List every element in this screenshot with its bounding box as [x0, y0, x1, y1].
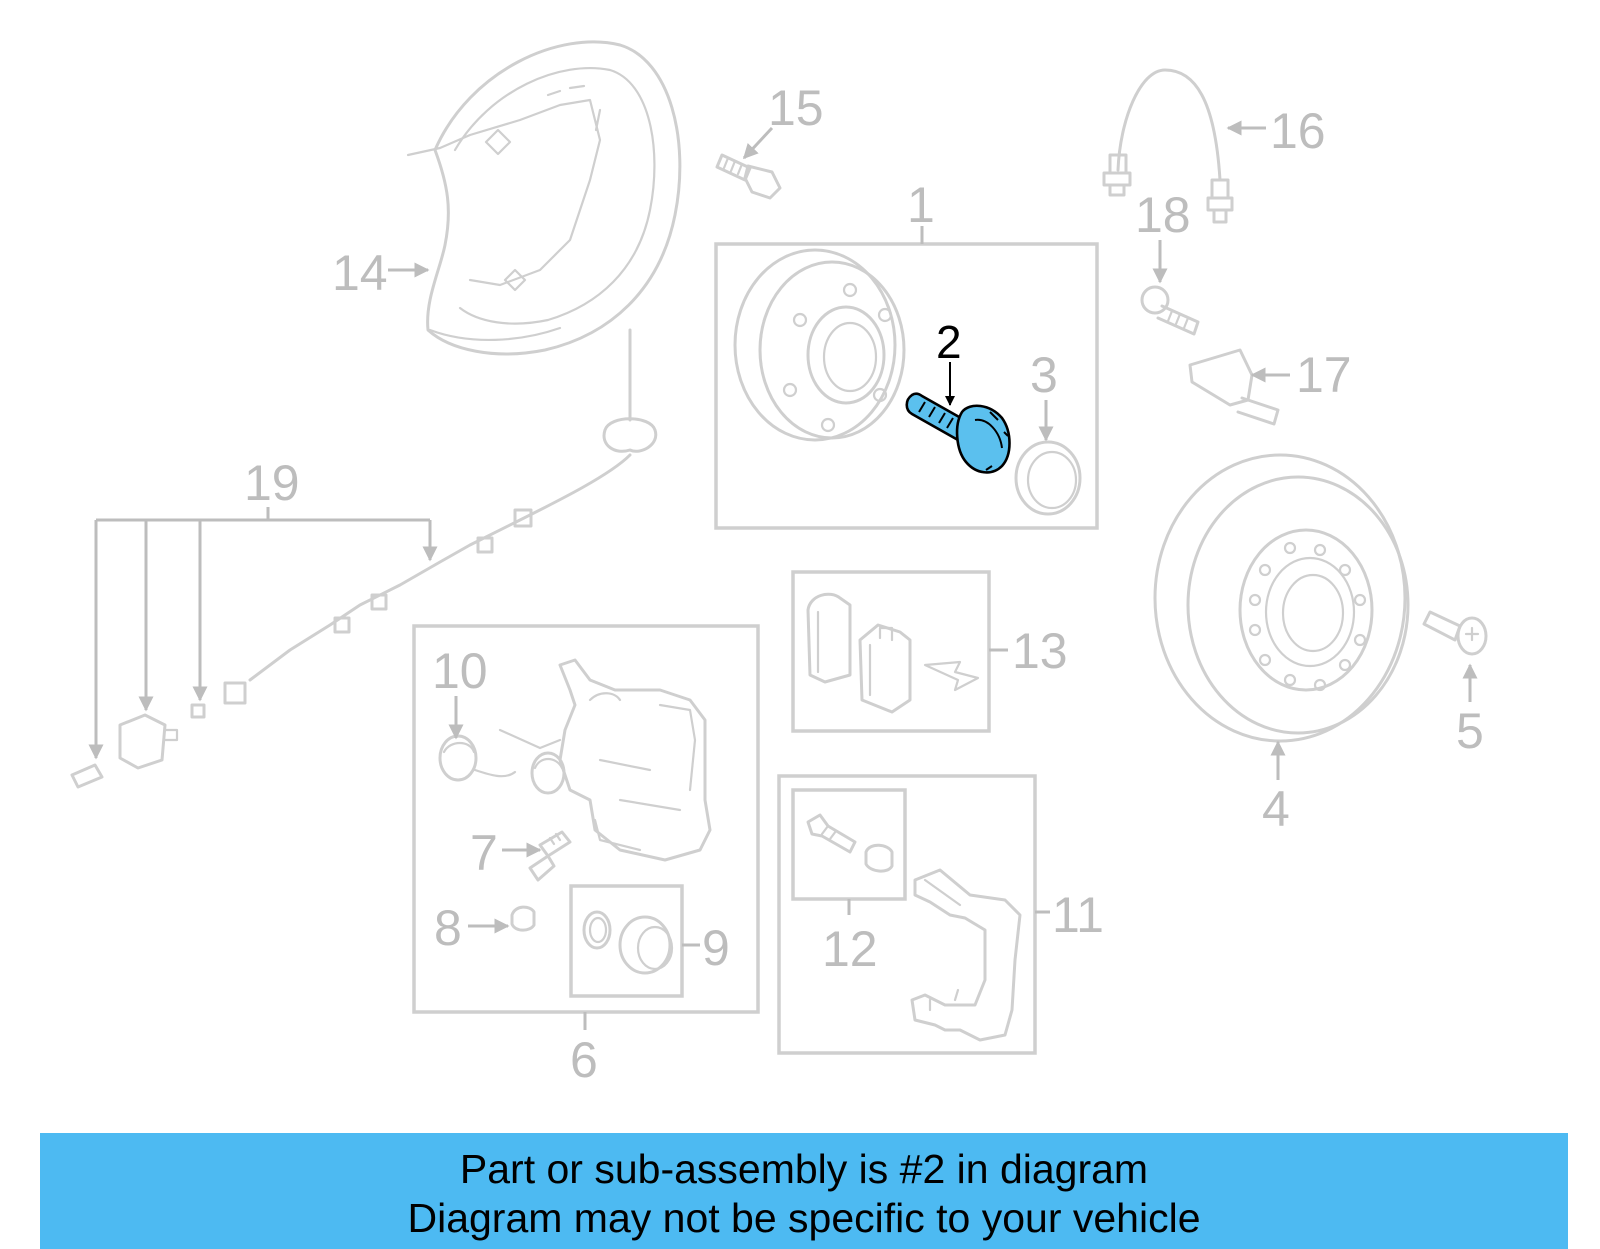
- part-17-sensor: [1188, 348, 1280, 426]
- part-2-hub-bolt-highlighted: [905, 392, 1011, 474]
- callout-14: 14: [332, 245, 430, 301]
- callout-13: 13: [989, 623, 1068, 679]
- assembly-box-9: [569, 884, 684, 998]
- svg-text:5: 5: [1456, 703, 1484, 759]
- callout-7: 7: [470, 825, 542, 881]
- callout-2: 2: [936, 316, 962, 406]
- svg-text:4: 4: [1262, 781, 1290, 837]
- part-13-brake-pads: [806, 592, 980, 714]
- part-5-screw: [1422, 610, 1488, 656]
- notice-banner: Part or sub-assembly is #2 in diagram Di…: [40, 1133, 1568, 1249]
- notice-line-1: Part or sub-assembly is #2 in diagram: [459, 1146, 1149, 1192]
- svg-text:3: 3: [1030, 347, 1058, 403]
- callout-18: 18: [1135, 187, 1191, 284]
- part-4-brake-rotor: [1153, 453, 1410, 743]
- part-6-caliper: [498, 658, 712, 862]
- assembly-box-1: [714, 242, 1099, 530]
- callout-17: 17: [1250, 347, 1352, 403]
- svg-text:19: 19: [244, 455, 300, 511]
- svg-text:10: 10: [432, 643, 488, 699]
- part-11-caliper-bracket: [910, 868, 1022, 1042]
- svg-text:1: 1: [907, 177, 935, 233]
- callout-19: 19: [88, 455, 438, 760]
- assembly-box-12: [791, 788, 907, 901]
- svg-text:9: 9: [702, 920, 730, 976]
- callout-6: 6: [570, 1012, 598, 1088]
- svg-text:18: 18: [1135, 187, 1191, 243]
- svg-text:13: 13: [1012, 623, 1068, 679]
- part-8-cap: [510, 905, 536, 932]
- part-7-bleeder-screw: [528, 830, 572, 882]
- assembly-box-11: [777, 774, 1037, 1055]
- svg-text:6: 6: [570, 1032, 598, 1088]
- callout-3: 3: [1030, 347, 1058, 442]
- callout-15: 15: [742, 80, 824, 160]
- svg-text:2: 2: [936, 316, 962, 368]
- svg-text:14: 14: [332, 245, 388, 301]
- svg-text:11: 11: [1052, 887, 1104, 943]
- part-15-bolt: [715, 153, 782, 200]
- svg-text:16: 16: [1270, 103, 1326, 159]
- callout-10: 10: [432, 643, 488, 740]
- svg-text:7: 7: [470, 825, 498, 881]
- svg-text:17: 17: [1296, 347, 1352, 403]
- part-9-piston-seal-kit: [582, 910, 674, 975]
- notice-line-2: Diagram may not be specific to your vehi…: [407, 1195, 1201, 1241]
- part-19-sensor-cable: [70, 328, 658, 789]
- callout-1: 1: [907, 177, 935, 244]
- callout-4: 4: [1262, 740, 1290, 837]
- part-16-brake-hose: [1102, 68, 1234, 224]
- svg-text:12: 12: [822, 921, 878, 977]
- part-1-hub-bearing: [733, 248, 906, 442]
- svg-text:8: 8: [434, 900, 462, 956]
- callout-9: 9: [682, 920, 730, 976]
- part-12-guide-pin-kit: [806, 813, 894, 873]
- callout-12: 12: [822, 899, 878, 977]
- callout-8: 8: [434, 900, 510, 956]
- part-14-dust-shield: [406, 40, 682, 356]
- svg-text:15: 15: [768, 80, 824, 136]
- callout-11: 11: [1035, 887, 1104, 943]
- callout-5: 5: [1456, 663, 1484, 759]
- callout-16: 16: [1226, 103, 1326, 159]
- part-3-dust-cap: [1014, 440, 1082, 516]
- part-10-bleeder-cap: [438, 734, 566, 795]
- part-18-bolt: [1140, 285, 1200, 336]
